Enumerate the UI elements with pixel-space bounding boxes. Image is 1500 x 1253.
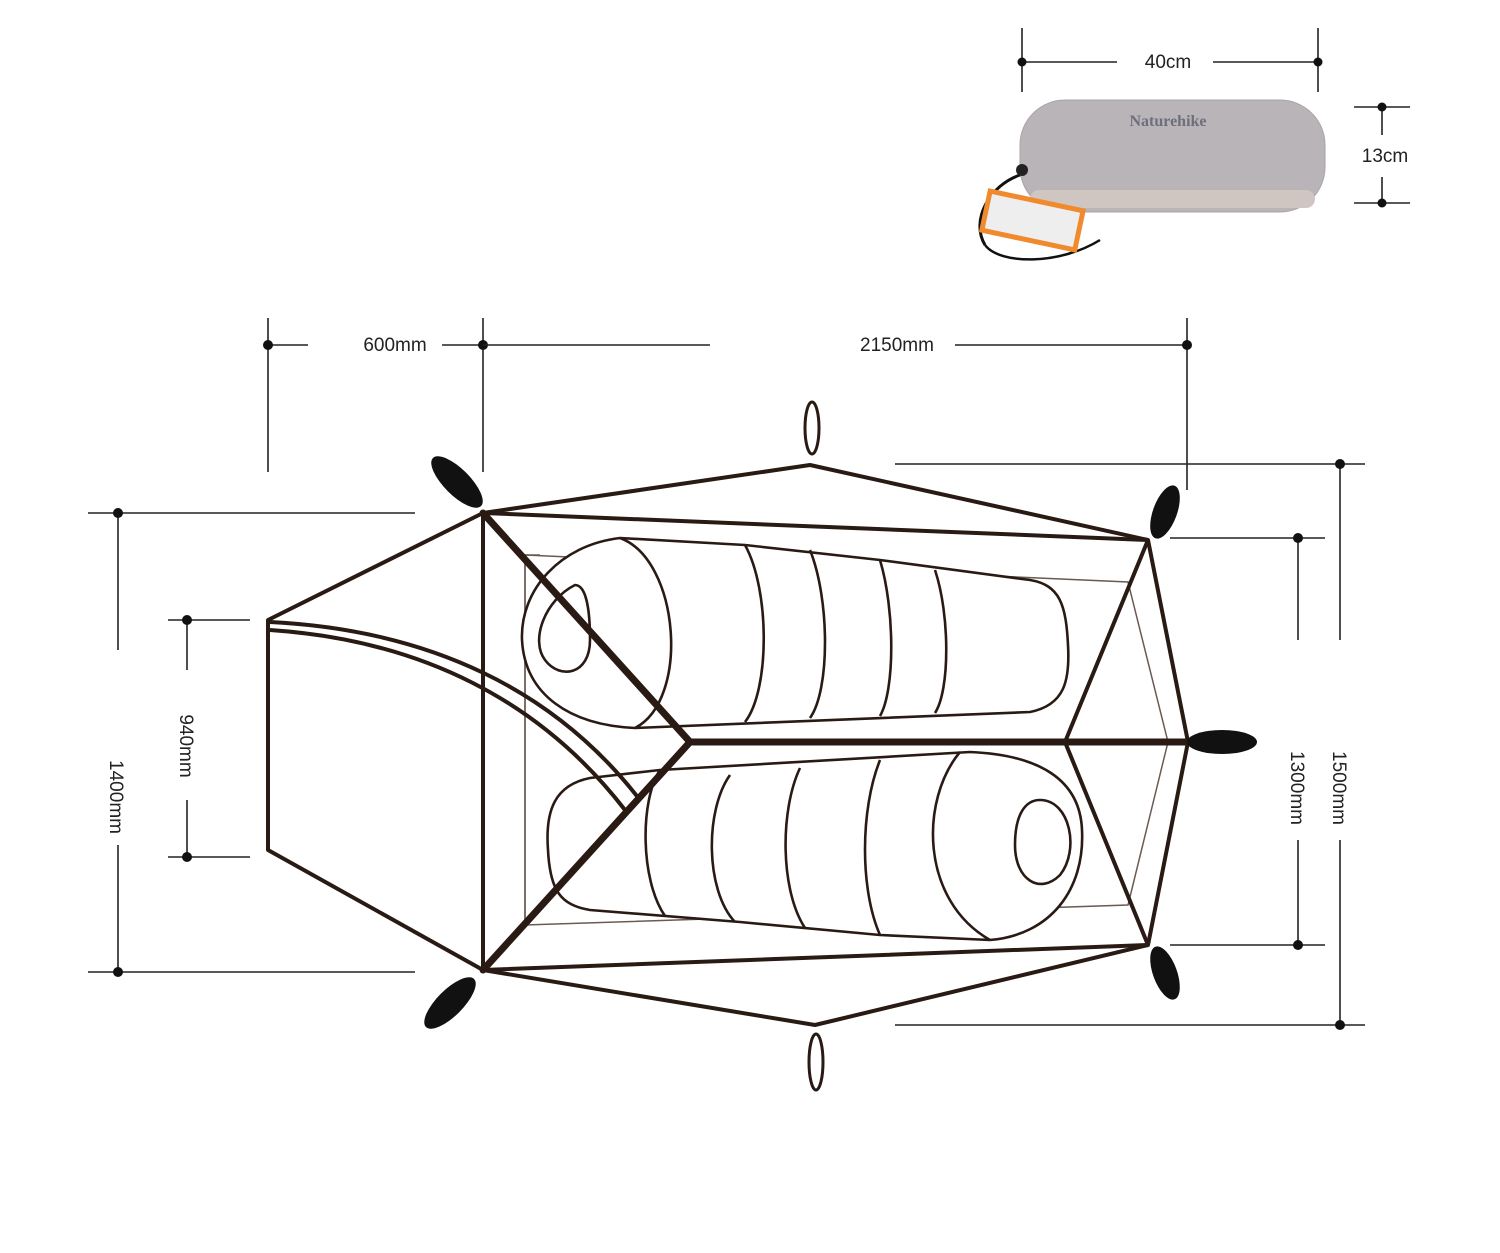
inner-width-dimension: 1300mm [1170,533,1325,950]
vestibule-depth-label: 600mm [363,335,426,356]
stake-icon [1150,485,1180,539]
pack-height-dimension: 13cm [1354,102,1410,208]
pack-height-label: 13cm [1362,146,1408,167]
outer-width-dimension: 1500mm [895,459,1365,1030]
brand-logo: Naturehike [1129,113,1206,130]
stake-icon [1187,730,1257,754]
vestibule-width-label: 940mm [175,714,196,777]
inner-length-dimension: 2150mm [483,318,1192,490]
tent-floor-plan [266,400,1257,1092]
inner-width-label: 1300mm [1286,751,1307,825]
stake-icon [424,977,476,1029]
stake-icon [431,456,483,508]
rear-width-label: 1400mm [105,760,126,834]
vestibule-width-dimension: 940mm [168,615,250,862]
vestibule-depth-dimension: 600mm [263,318,488,472]
guy-loop-icon [803,400,821,456]
pack-width-dimension: 40cm [1017,28,1323,92]
pack-bag: Naturehike [978,99,1326,261]
inner-length-label: 2150mm [860,335,934,356]
rear-width-dimension: 1400mm [88,508,415,977]
pack-width-label: 40cm [1145,52,1191,73]
outer-width-label: 1500mm [1328,751,1349,825]
stake-icon [1150,946,1180,1000]
sleeping-bag-top [520,536,1070,730]
guy-loop-icon [807,1032,825,1092]
sleeping-bag-bottom [546,750,1084,942]
